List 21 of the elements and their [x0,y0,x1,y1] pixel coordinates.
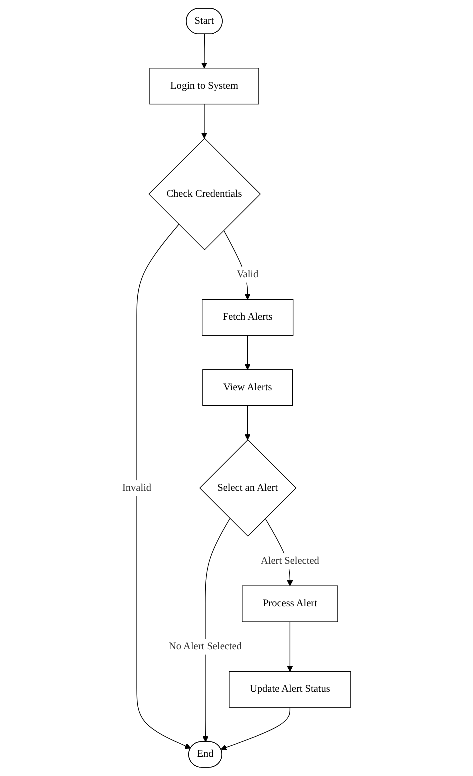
process-box: View Alerts [202,370,293,406]
arrow [220,707,290,751]
decision-diamond: Check Credentials [148,138,261,251]
arrow [244,405,251,440]
process-box: Update Alert Status [228,671,352,708]
arrow [201,34,208,69]
edge-label: Alert Selected [260,556,320,567]
edge-label: No Alert Selected [168,641,242,652]
arrow [136,224,192,750]
terminal-oval: Start [186,8,223,34]
arrow [201,104,208,139]
arrow [244,335,251,370]
arrow [223,230,251,300]
terminal-oval: End [188,742,222,768]
process-box: Login to System [149,68,260,105]
process-box: Process Alert [242,586,338,622]
edge-label: Valid [236,269,258,280]
arrow [286,622,293,672]
process-box: Fetch Alerts [202,299,294,336]
decision-diamond: Select an Alert [199,440,297,537]
arrow [202,518,230,742]
